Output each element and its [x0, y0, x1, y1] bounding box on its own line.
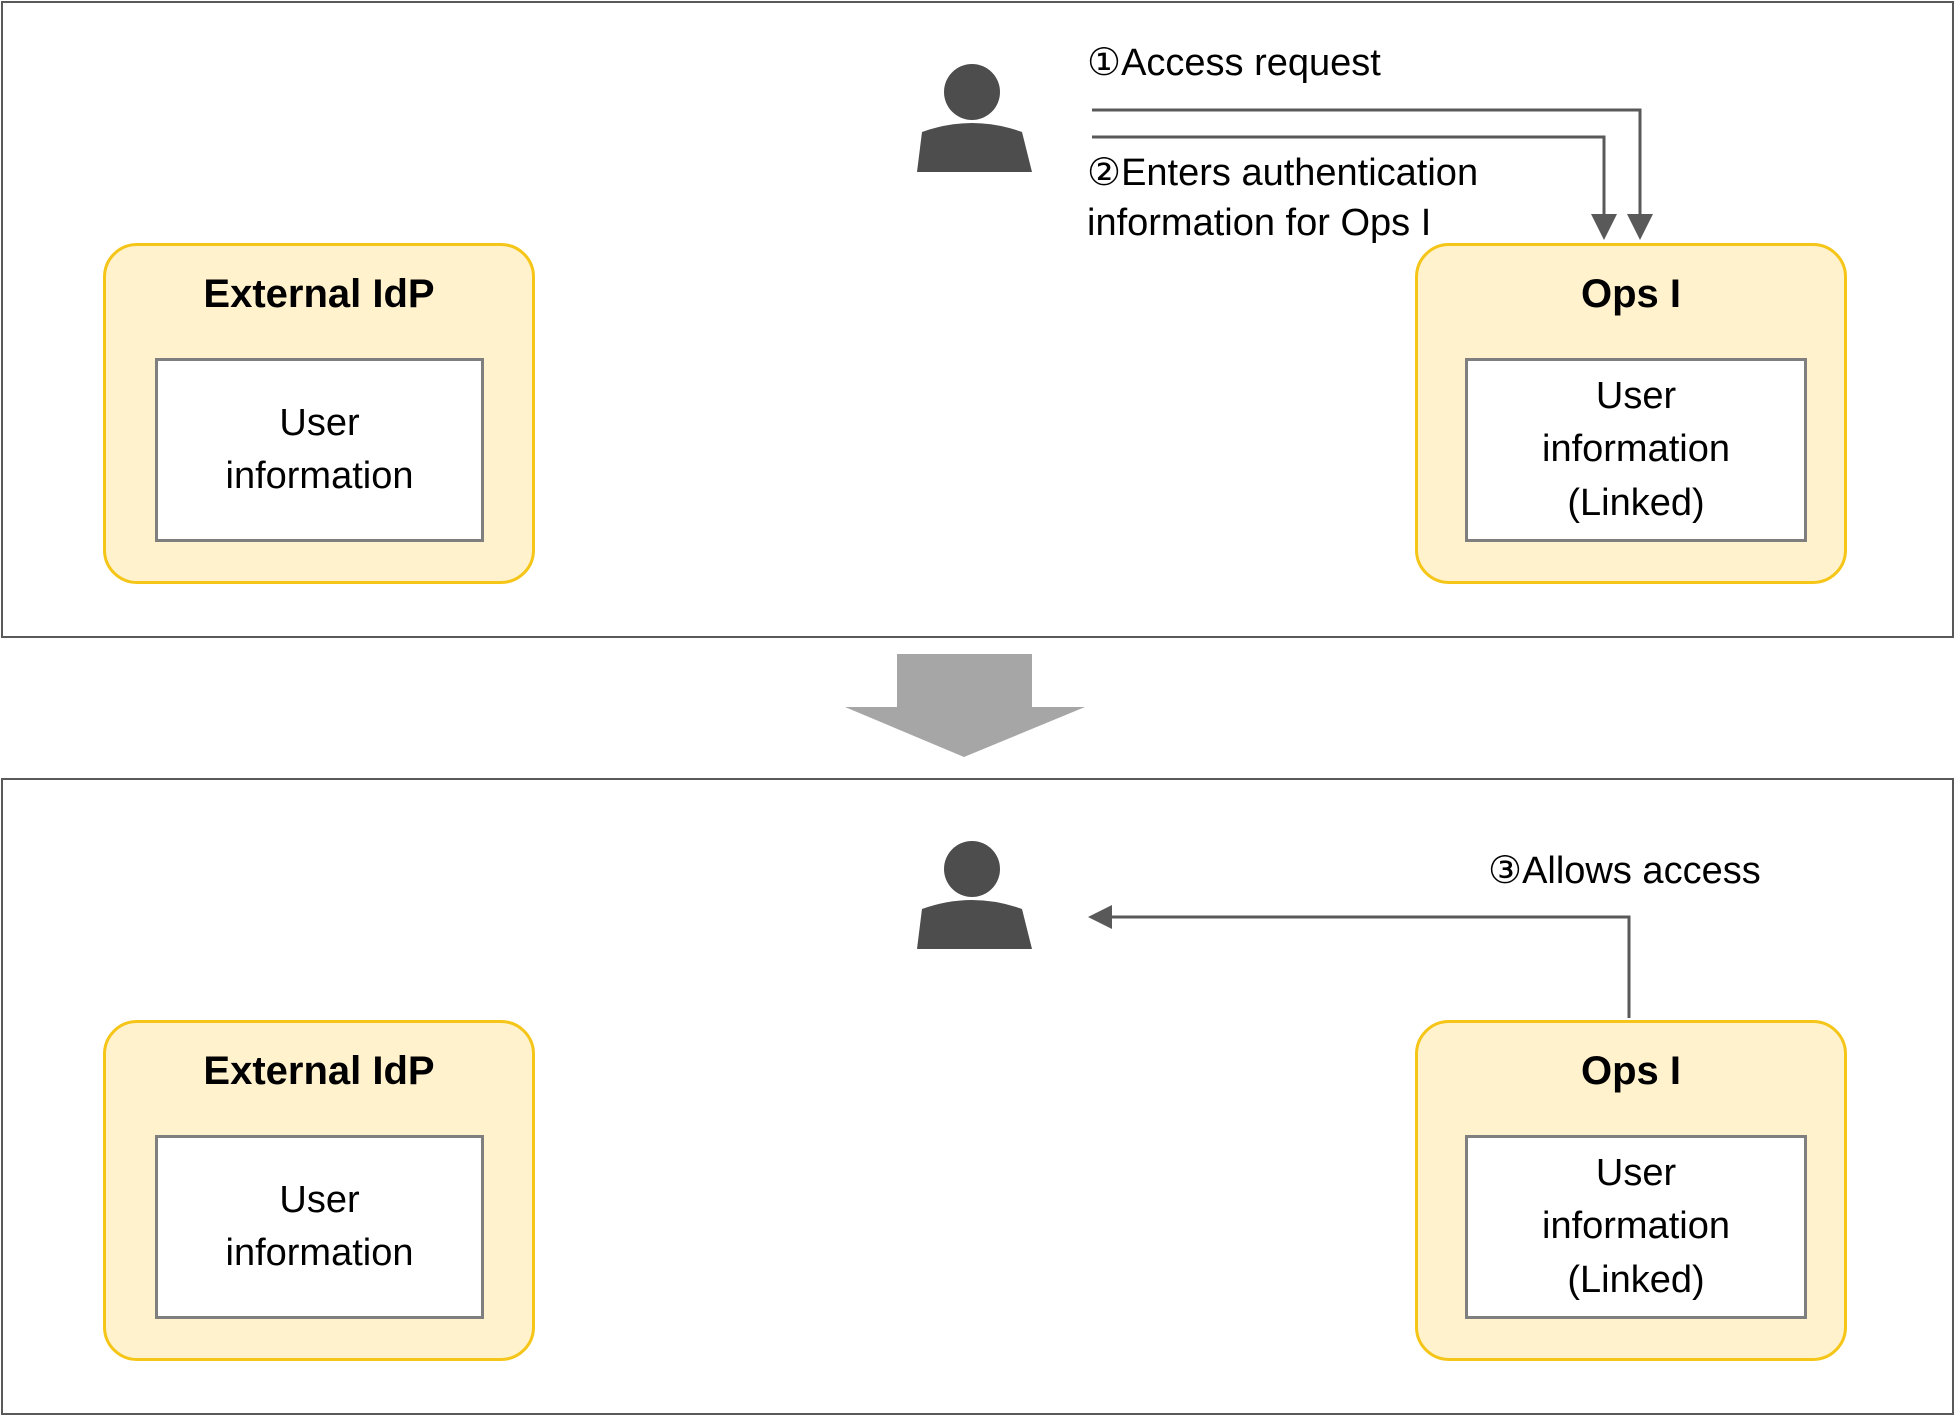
user-icon	[917, 64, 1032, 172]
user-info-line: information	[225, 1232, 414, 1274]
user-information-box: User information	[155, 358, 484, 542]
down-arrow-icon	[845, 654, 1085, 757]
bottom-panel: External IdP User information Ops I User…	[1, 778, 1954, 1415]
user-info-line: User	[1595, 375, 1677, 418]
user-info-line: User	[1595, 1152, 1677, 1195]
user-info-line: (Linked)	[1567, 1258, 1705, 1301]
external-idp-box: External IdP User information	[103, 243, 535, 584]
user-info-line: (Linked)	[1567, 481, 1705, 524]
user-icon	[917, 841, 1032, 949]
step3-label: ③Allows access	[1488, 850, 1761, 892]
step1-label: ①Access request	[1087, 42, 1381, 84]
user-info-line: information	[225, 455, 414, 497]
step2-label: ②Enters authentication information for O…	[1087, 148, 1478, 248]
user-info-line: information	[1542, 428, 1730, 471]
ops-i-box: Ops I User information (Linked)	[1415, 1020, 1847, 1361]
user-info-line: User	[279, 401, 360, 444]
step2-line: ②Enters authentication	[1087, 152, 1479, 194]
linked-user-information-box: User information (Linked)	[1465, 1135, 1807, 1319]
allows-access-arrow	[1088, 905, 1631, 1018]
external-idp-title: External IdP	[203, 272, 435, 316]
ops-i-title: Ops I	[1580, 272, 1682, 316]
user-information-box: User information	[155, 1135, 484, 1319]
access-request-arrow	[1092, 108, 1653, 240]
linked-user-information-box: User information (Linked)	[1465, 358, 1807, 542]
external-idp-title: External IdP	[203, 1049, 435, 1093]
user-info-line: information	[1542, 1205, 1730, 1248]
ops-i-title: Ops I	[1580, 1049, 1682, 1093]
enter-auth-arrow	[1092, 135, 1617, 240]
step2-line: information for Ops I	[1087, 202, 1432, 244]
user-info-line: User	[279, 1178, 360, 1221]
external-idp-box: External IdP User information	[103, 1020, 535, 1361]
ops-i-box: Ops I User information (Linked)	[1415, 243, 1847, 584]
